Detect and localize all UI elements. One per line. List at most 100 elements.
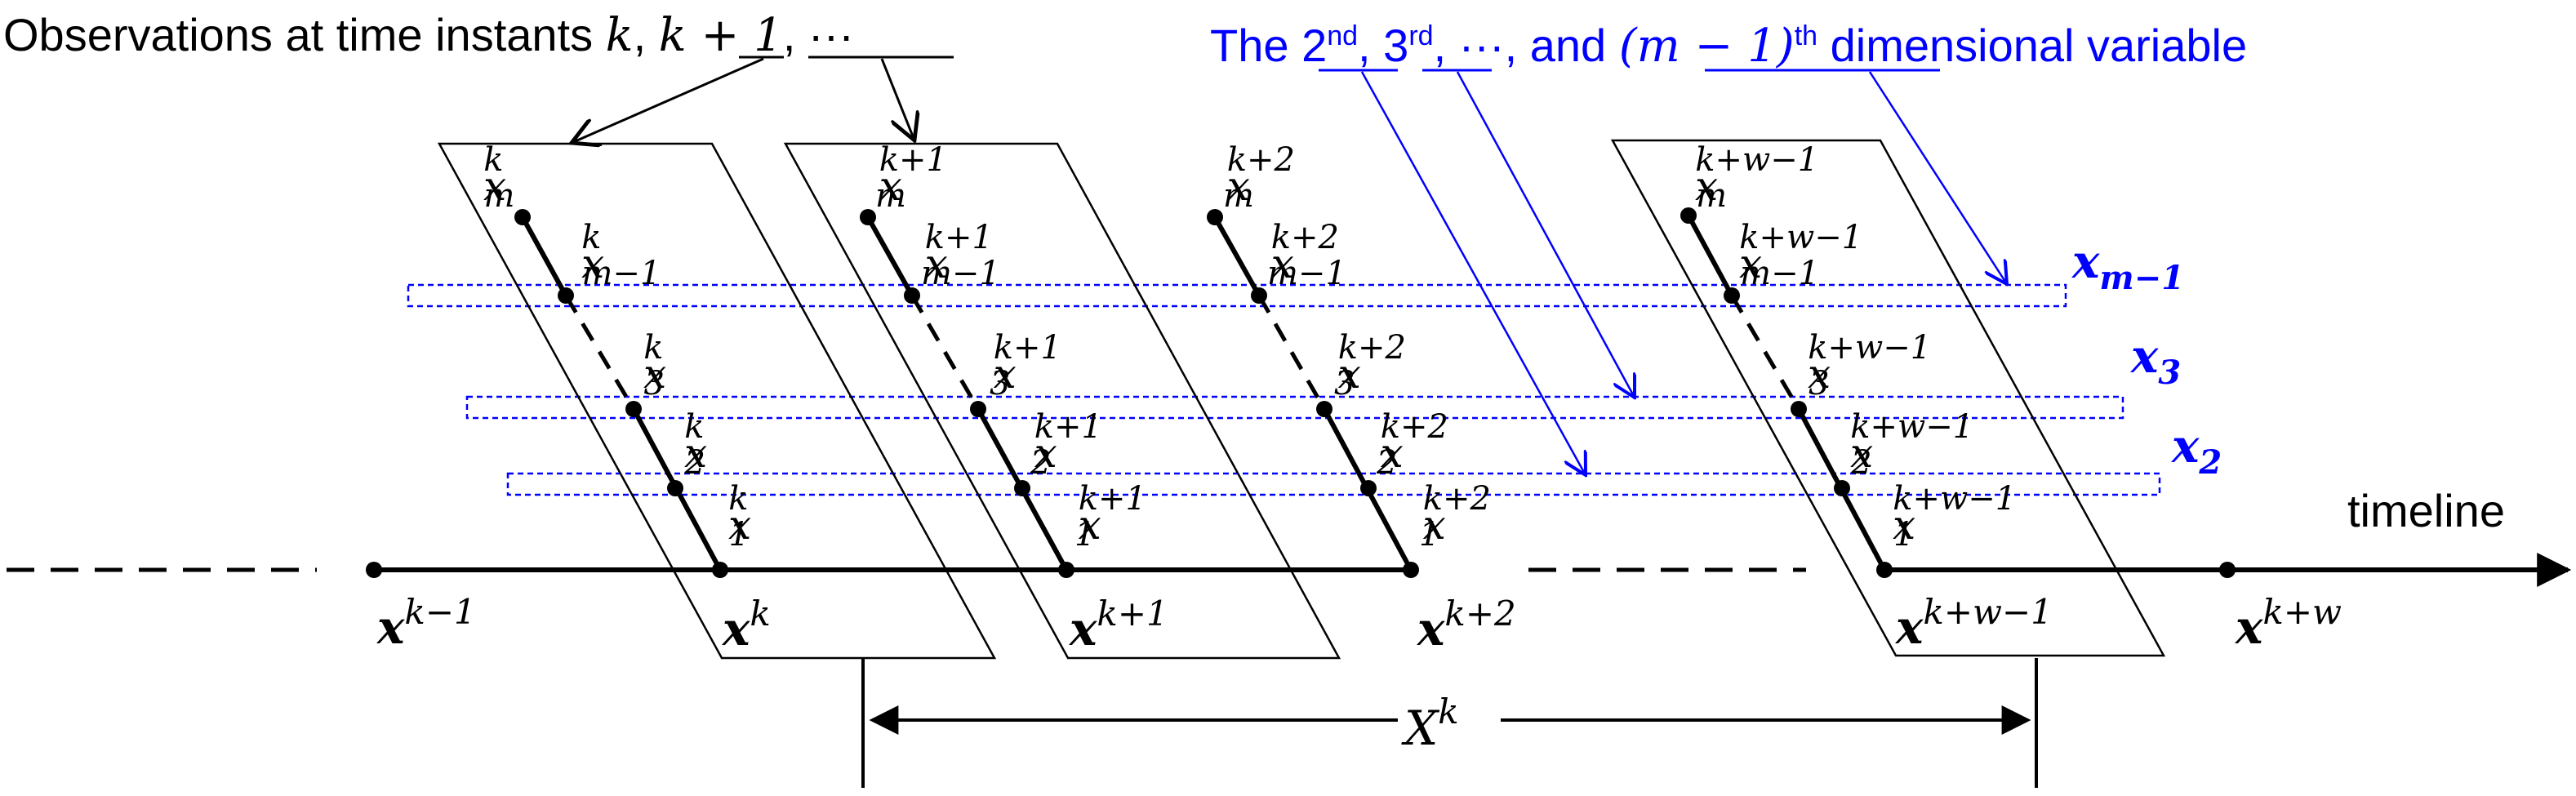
dimension-caption-third-sup: rd xyxy=(1408,20,1433,51)
label-x2-k-base: x xyxy=(684,429,707,477)
label-x1-k-base: x xyxy=(728,501,751,549)
label-x2-k-plus-1-sub: 2 xyxy=(1030,444,1051,482)
label-xm-k-sup: k xyxy=(483,141,503,179)
label-xm-k-plus-1-sup: k+1 xyxy=(879,141,947,179)
label-x2-k-sub: 2 xyxy=(683,444,705,482)
state-label-k-plus-2-base: x xyxy=(1417,603,1445,656)
label-x3-k-plus-w-minus-1-sup: k+w−1 xyxy=(1808,329,1931,367)
row-label-2: x2 xyxy=(2171,420,2222,482)
label-x2-k-plus-w-minus-1-sub: 2 xyxy=(1850,444,1871,482)
label-x1-k-plus-2-sub: 1 xyxy=(1419,516,1439,554)
label-x3-k-plus-2-base: x xyxy=(1338,350,1361,398)
state-label-k-plus-w: xk+w xyxy=(2235,592,2342,655)
node-xm-k-plus-1 xyxy=(860,209,876,225)
node-xm-k-plus-2 xyxy=(1207,209,1223,225)
node-state-k-plus-2 xyxy=(1403,562,1419,578)
label-x3-k-sup: k xyxy=(643,329,663,367)
state-label-k-base: x xyxy=(722,603,750,656)
node-state-k-plus-1 xyxy=(1058,562,1074,578)
dimension-caption-third: 3 xyxy=(1383,20,1408,71)
dimension-caption-second: 2 xyxy=(1301,20,1327,71)
node-x2-k-plus-2 xyxy=(1360,480,1377,496)
window-k-plus-w-minus-1 xyxy=(1610,139,2166,657)
label-x1-k-plus-1-sub: 1 xyxy=(1074,516,1095,554)
observations-caption-suffix: , ··· xyxy=(783,9,854,60)
blue-arrow-second xyxy=(1360,71,1586,475)
state-label-k-plus-1-base: x xyxy=(1069,603,1097,656)
node-xm1-k-plus-2 xyxy=(1251,287,1267,304)
row-label-m-minus-1: xm−1 xyxy=(2071,235,2184,297)
node-state-k-plus-w-minus-1 xyxy=(1876,562,1893,578)
state-label-k-plus-1-sup: k+1 xyxy=(1097,594,1168,634)
blue-arrow-m-minus-1 xyxy=(1868,71,2007,284)
blue-arrow-third xyxy=(1456,71,1635,398)
state-label-k-minus-1: xk−1 xyxy=(376,592,476,655)
dimension-caption-suffix: dimensional variable xyxy=(1817,20,2247,71)
label-x1-k-plus-2-base: x xyxy=(1423,501,1446,549)
label-x3-k-plus-1-base: x xyxy=(994,350,1017,398)
label-xm-k-base: x xyxy=(483,162,506,210)
label-x1-k-plus-w-minus-1-sup: k+w−1 xyxy=(1893,480,2016,518)
label-x1-k-sub: 1 xyxy=(728,516,749,554)
label-x3-k-sub: 3 xyxy=(643,365,664,402)
row-label-2-sub: 2 xyxy=(2198,443,2222,482)
label-xm-k-plus-1-sub: m xyxy=(875,177,906,215)
observations-caption-k-plus-1: k + 1 xyxy=(659,9,783,62)
window-label-base: X xyxy=(1401,700,1440,756)
label-x2-k-plus-2-base: x xyxy=(1381,429,1404,477)
label-xm1-k-plus-1-base: x xyxy=(925,240,948,287)
row-box-3 xyxy=(465,395,2124,420)
label-x1-k-plus-1-sup: k+1 xyxy=(1079,480,1146,518)
window-k xyxy=(437,142,997,660)
node-x3-k-plus-2 xyxy=(1316,401,1332,417)
label-x1-k-sup: k xyxy=(728,480,748,518)
state-label-k: xk xyxy=(722,594,771,656)
node-xm-k xyxy=(514,209,531,225)
node-x2-k xyxy=(667,480,683,496)
row-label-3: x3 xyxy=(2130,330,2181,392)
row-box-m-minus-1 xyxy=(407,283,2067,308)
label-x2-k-plus-2-sub: 2 xyxy=(1376,444,1397,482)
label-x1-k-plus-w-minus-1-sub: 1 xyxy=(1893,516,1914,554)
state-label-k-plus-w-base: x xyxy=(2235,601,2263,655)
label-xm-k-plus-2-sup: k+2 xyxy=(1227,141,1295,179)
label-x1-k-plus-1-base: x xyxy=(1079,501,1101,549)
state-label-k-plus-w-sup: k+w xyxy=(2262,592,2342,632)
label-xm1-k-plus-2-sup: k+2 xyxy=(1271,219,1339,256)
label-x3-k-plus-2-sub: 3 xyxy=(1334,365,1355,402)
pointer-arrow-k-plus-1 xyxy=(880,58,914,140)
label-x3-k-plus-1-sub: 3 xyxy=(990,365,1010,402)
row-label-m-minus-1-sub: m−1 xyxy=(2099,259,2184,297)
node-x3-k-plus-w-minus-1 xyxy=(1791,401,1807,417)
observations-caption-prefix: Observations at time instants xyxy=(3,9,606,60)
node-x2-k-plus-1 xyxy=(1014,480,1030,496)
label-xm-k-sub: m xyxy=(483,177,514,215)
label-xm1-k-plus-w-minus-1-base: x xyxy=(1739,240,1762,287)
state-label-k-plus-w-minus-1-sup: k+w−1 xyxy=(1923,592,2053,632)
label-xm1-k-plus-1-sub: m−1 xyxy=(921,255,1000,292)
state-label-k-minus-1-base: x xyxy=(376,601,405,655)
state-label-k-minus-1-sup: k−1 xyxy=(404,592,475,632)
label-xm1-k-sub: m−1 xyxy=(581,255,661,292)
node-x3-k xyxy=(625,401,642,417)
window-label-sup: k xyxy=(1438,691,1458,732)
label-xm-k-plus-w-minus-1-sup: k+w−1 xyxy=(1695,141,1818,179)
state-node-k-plus-w xyxy=(2219,562,2236,578)
label-x2-k-plus-w-minus-1-base: x xyxy=(1850,429,1873,477)
